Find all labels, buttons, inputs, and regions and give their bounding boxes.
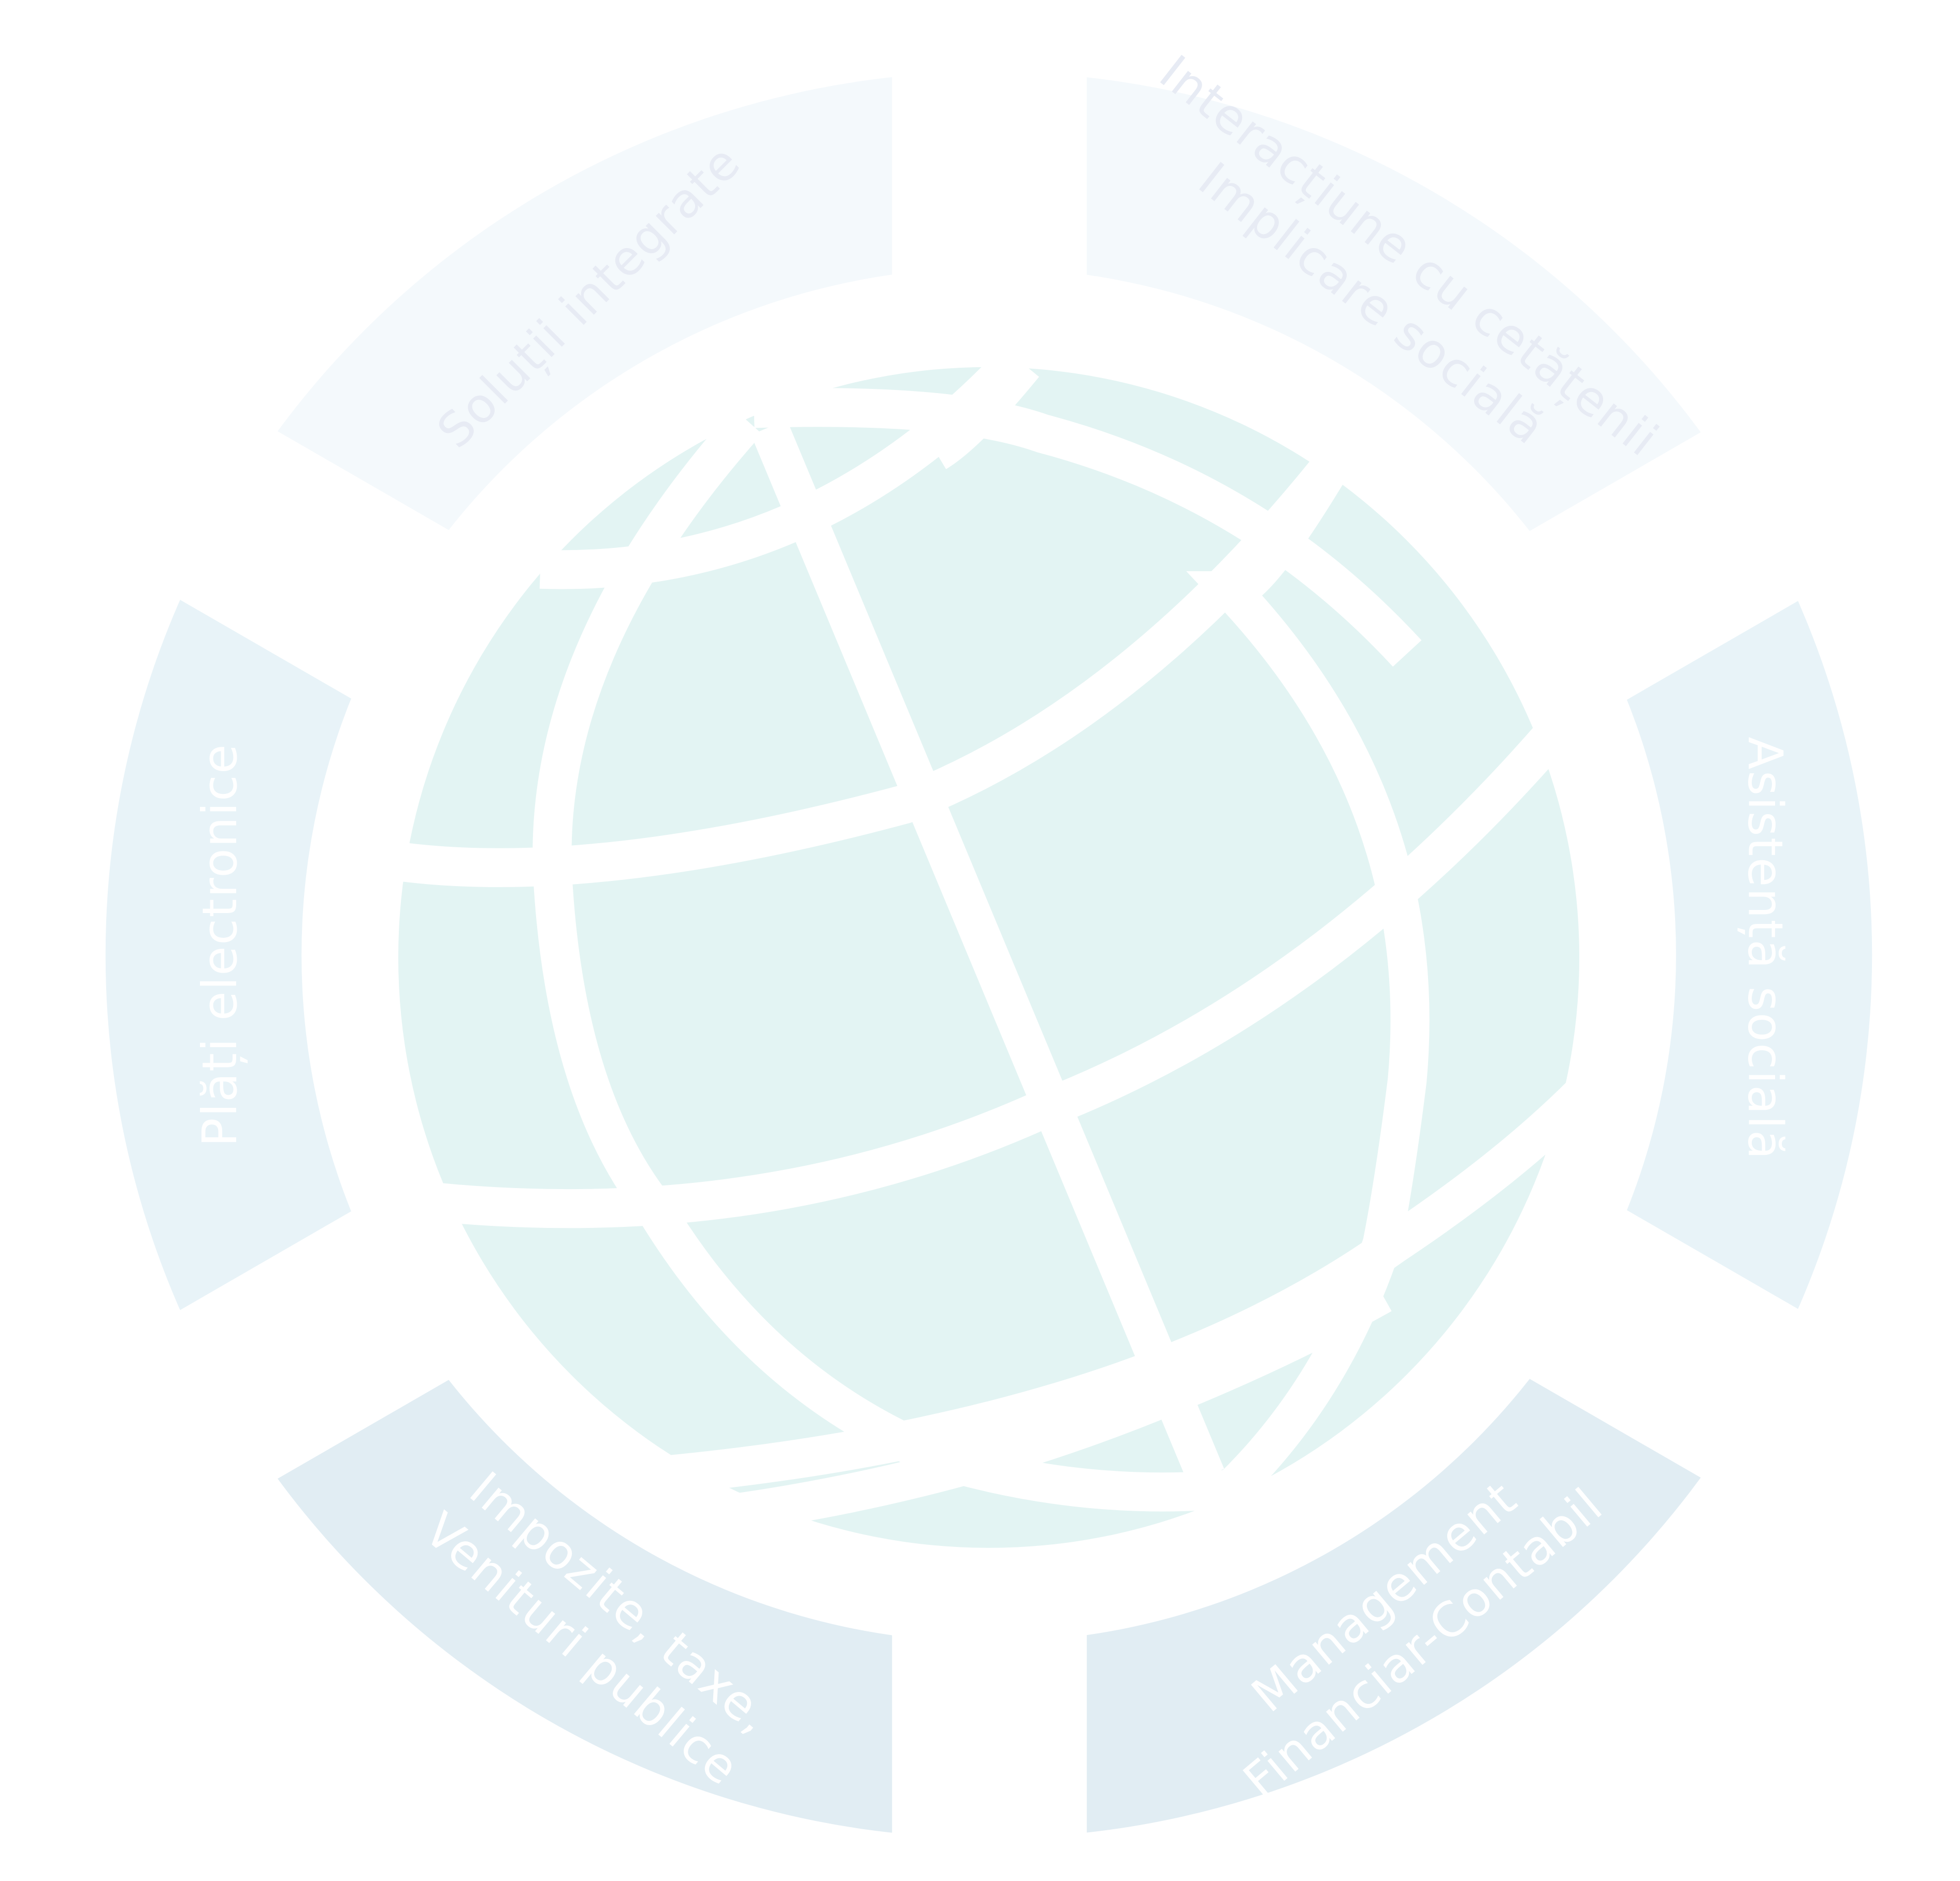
segment-top-right[interactable] [988,71,1754,612]
segment-label-plati: Plăți electronice [192,743,248,1147]
globe-icon [373,352,1597,1548]
segment-bottom-left[interactable] [224,1298,989,1839]
segment-top-left[interactable] [224,71,989,612]
segment-left[interactable] [105,513,394,1397]
segment-label-asistenta: Asistență socială [1737,737,1793,1161]
segment-right[interactable] [1584,513,1872,1397]
segment-bottom-right[interactable] [988,1298,1754,1839]
